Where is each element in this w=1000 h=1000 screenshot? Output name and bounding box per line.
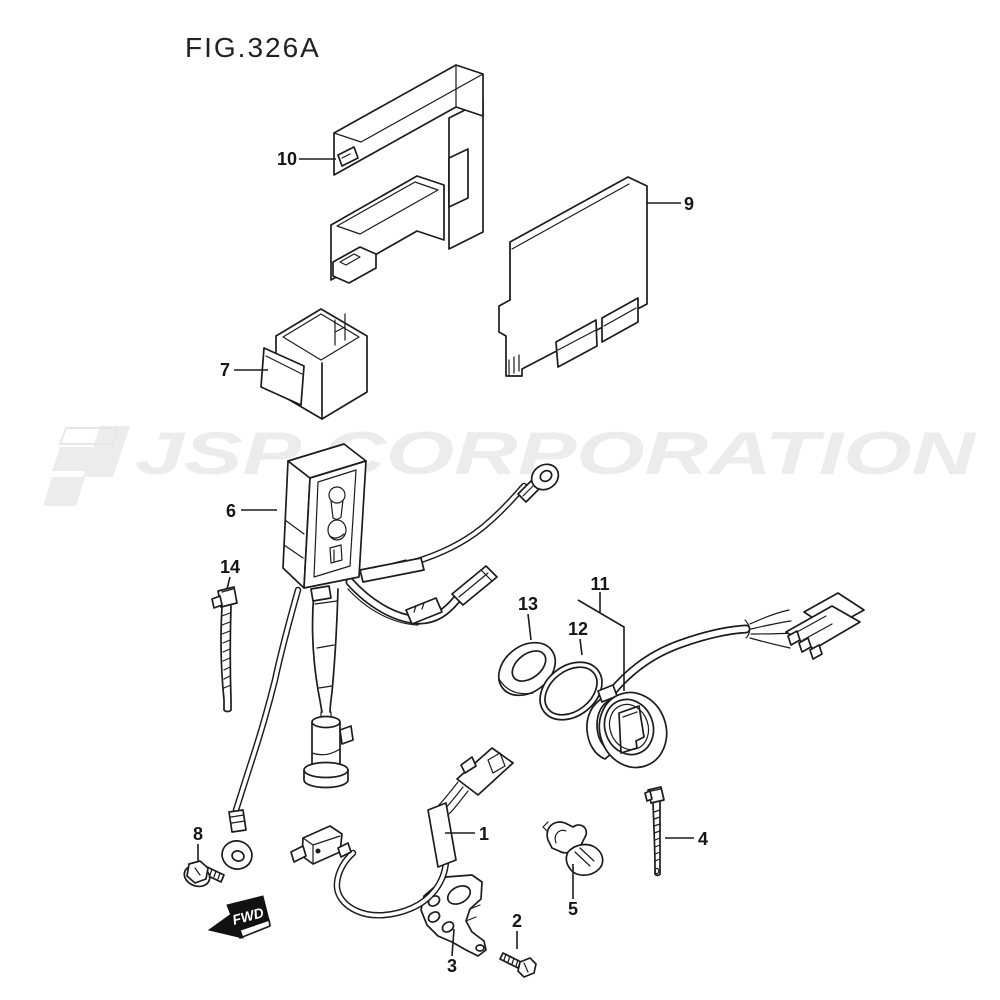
callout-7: 7 (220, 360, 230, 380)
figure-title: FIG.326A (185, 32, 321, 63)
fwd-arrow: FWD (207, 895, 271, 939)
two-pin-connector (451, 565, 498, 606)
callout-12: 12 (568, 619, 588, 639)
socket-receptacle (586, 684, 668, 769)
callout-10: 10 (277, 149, 297, 169)
callout-1: 1 (479, 824, 489, 844)
callout-9: 9 (684, 194, 694, 214)
callout-8: 8 (193, 824, 203, 844)
part-13-drawing (497, 641, 557, 697)
callout-6: 6 (226, 501, 236, 521)
part-2-drawing (499, 952, 537, 978)
part-9-drawing (498, 176, 648, 377)
callout-14: 14 (220, 557, 240, 577)
part-5-drawing (542, 821, 604, 877)
callout-5: 5 (568, 899, 578, 919)
part-12-drawing (539, 661, 603, 721)
callout-13: 13 (518, 594, 538, 614)
callout-2: 2 (512, 911, 522, 931)
part-14-drawing (211, 586, 238, 713)
fwd-arrowhead (207, 911, 244, 939)
part-6-drawing (221, 443, 560, 870)
part-8-drawing (183, 860, 225, 888)
callout-11: 11 (590, 574, 609, 594)
harness-connector (456, 747, 514, 796)
round-connector (303, 715, 354, 789)
part-10-drawing (330, 64, 484, 284)
multi-pin-connector (785, 592, 865, 660)
callout-3: 3 (447, 956, 457, 976)
harness-sleeve (427, 802, 457, 868)
part-4-drawing (644, 786, 665, 877)
part-11-drawing (586, 592, 865, 769)
callout-4: 4 (698, 829, 708, 849)
part-7-drawing (260, 308, 368, 420)
callouts: 10 9 7 6 14 13 12 11 1 8 5 4 3 2 (193, 149, 708, 976)
part-1-drawing (290, 747, 514, 919)
watermark: JSP CORPORATION (43, 420, 977, 506)
fwd-label: FWD (230, 904, 265, 928)
part-3-drawing (420, 874, 487, 957)
harness-switch (290, 825, 352, 865)
